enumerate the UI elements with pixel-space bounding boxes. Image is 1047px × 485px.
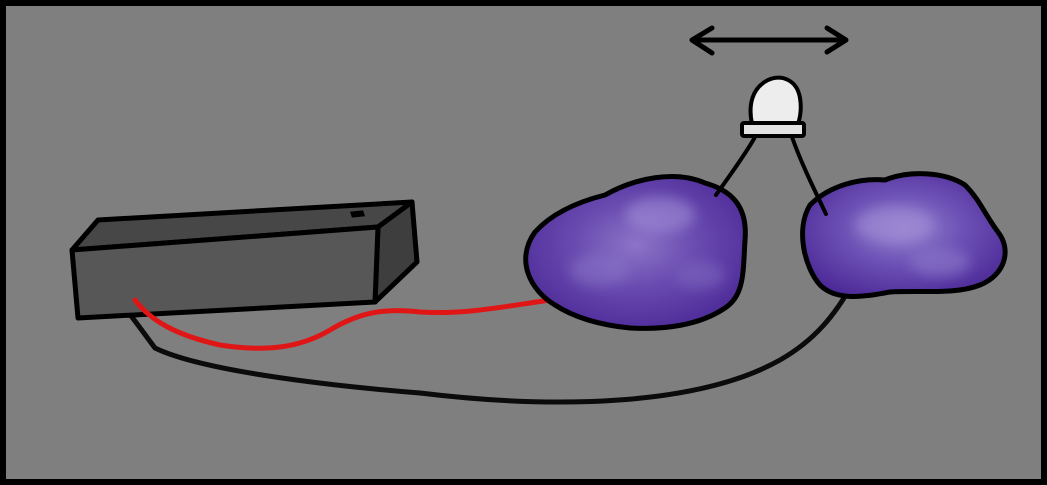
negative-wire [117,280,856,405]
led-legs [714,135,828,216]
battery-front-face [69,224,381,321]
double-arrow-icon [689,25,849,56]
dough-lump-icon [523,174,748,331]
battery-pack-icon [69,199,420,321]
positive-wire [132,295,568,351]
battery-switch-mark [349,210,366,218]
led-icon [740,75,806,138]
dough-lump-icon [800,171,1008,299]
